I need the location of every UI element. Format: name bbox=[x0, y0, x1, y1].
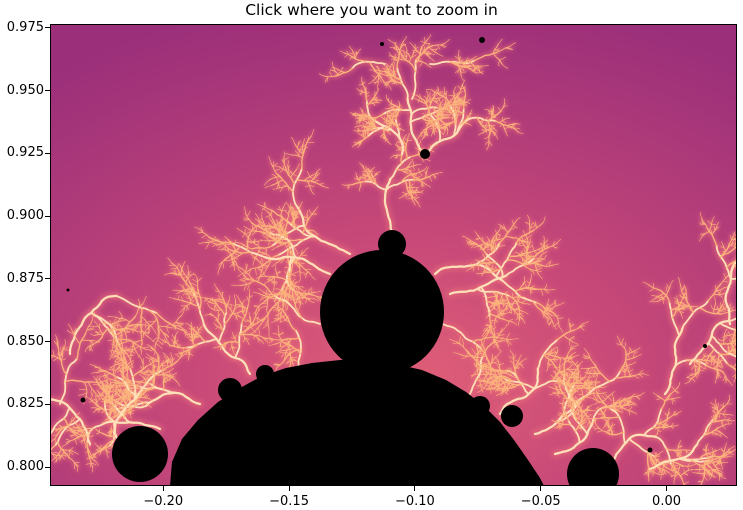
mandelbrot-image[interactable] bbox=[50, 24, 737, 486]
figure-title: Click where you want to zoom in bbox=[245, 1, 498, 19]
fractal-canvas[interactable] bbox=[50, 24, 737, 486]
